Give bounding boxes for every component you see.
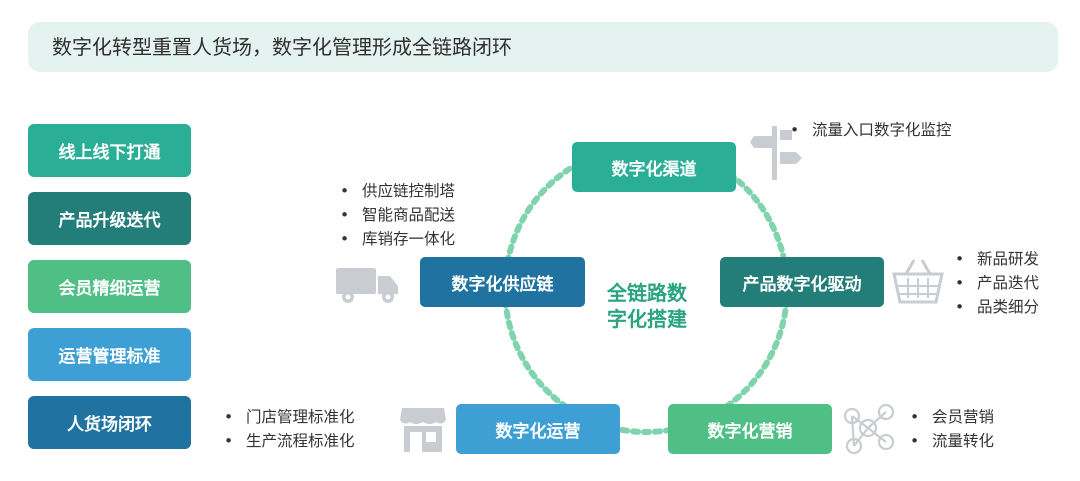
store-icon [400, 408, 446, 452]
node-digital-supply-chain[interactable]: 数字化供应链 [420, 257, 585, 307]
title-banner: 数字化转型重置人货场，数字化管理形成全链路闭环 [28, 22, 1058, 72]
left-button-ops-standard[interactable]: 运营管理标准 [28, 328, 191, 381]
bullet-item: 品类细分 [955, 295, 1039, 319]
channel-bullets: 流量入口数字化监控 [790, 118, 952, 142]
operation-bullets: 门店管理标准化 生产流程标准化 [224, 405, 355, 453]
bullet-item: 新品研发 [955, 247, 1039, 271]
node-label: 数字化供应链 [451, 274, 554, 295]
left-button-member-ops[interactable]: 会员精细运营 [28, 260, 191, 313]
left-button-product-upgrade[interactable]: 产品升级迭代 [28, 192, 191, 245]
node-label: 产品数字化驱动 [742, 274, 862, 295]
center-label: 全链路数 字化搭建 [592, 280, 702, 332]
bullet-item: 供应链控制塔 [340, 179, 455, 203]
supply-bullets: 供应链控制塔 智能商品配送 库销存一体化 [340, 179, 455, 251]
product-bullets: 新品研发 产品迭代 品类细分 [955, 247, 1039, 319]
left-button-label: 产品升级迭代 [58, 211, 161, 231]
node-label: 数字化运营 [495, 421, 581, 442]
node-label: 数字化渠道 [611, 159, 697, 180]
center-line-2: 字化搭建 [607, 307, 687, 331]
left-button-label: 运营管理标准 [58, 347, 161, 367]
bullet-item: 生产流程标准化 [224, 429, 355, 453]
signpost-icon [750, 126, 802, 180]
bullet-item: 流量转化 [910, 429, 994, 453]
basket-icon [892, 259, 944, 304]
left-button-label: 人货场闭环 [67, 415, 152, 435]
marketing-bullets: 会员营销 流量转化 [910, 405, 994, 453]
bullet-item: 会员营销 [910, 405, 994, 429]
truck-icon [336, 268, 398, 303]
left-button-label: 线上线下打通 [58, 143, 161, 163]
node-digital-operation[interactable]: 数字化运营 [456, 404, 620, 454]
bullet-item: 智能商品配送 [340, 203, 455, 227]
network-icon [843, 403, 895, 455]
bullet-item: 库销存一体化 [340, 227, 455, 251]
left-button-closed-loop[interactable]: 人货场闭环 [28, 396, 191, 449]
node-digital-channel[interactable]: 数字化渠道 [572, 142, 736, 192]
center-line-1: 全链路数 [607, 281, 687, 305]
node-label: 数字化营销 [707, 421, 793, 442]
bullet-item: 门店管理标准化 [224, 405, 355, 429]
left-button-label: 会员精细运营 [58, 279, 161, 299]
left-button-online-offline[interactable]: 线上线下打通 [28, 124, 191, 177]
bullet-item: 产品迭代 [955, 271, 1039, 295]
node-product-digital-drive[interactable]: 产品数字化驱动 [720, 257, 884, 307]
page-title: 数字化转型重置人货场，数字化管理形成全链路闭环 [52, 35, 512, 59]
bullet-item: 流量入口数字化监控 [790, 118, 952, 142]
node-digital-marketing[interactable]: 数字化营销 [668, 404, 832, 454]
